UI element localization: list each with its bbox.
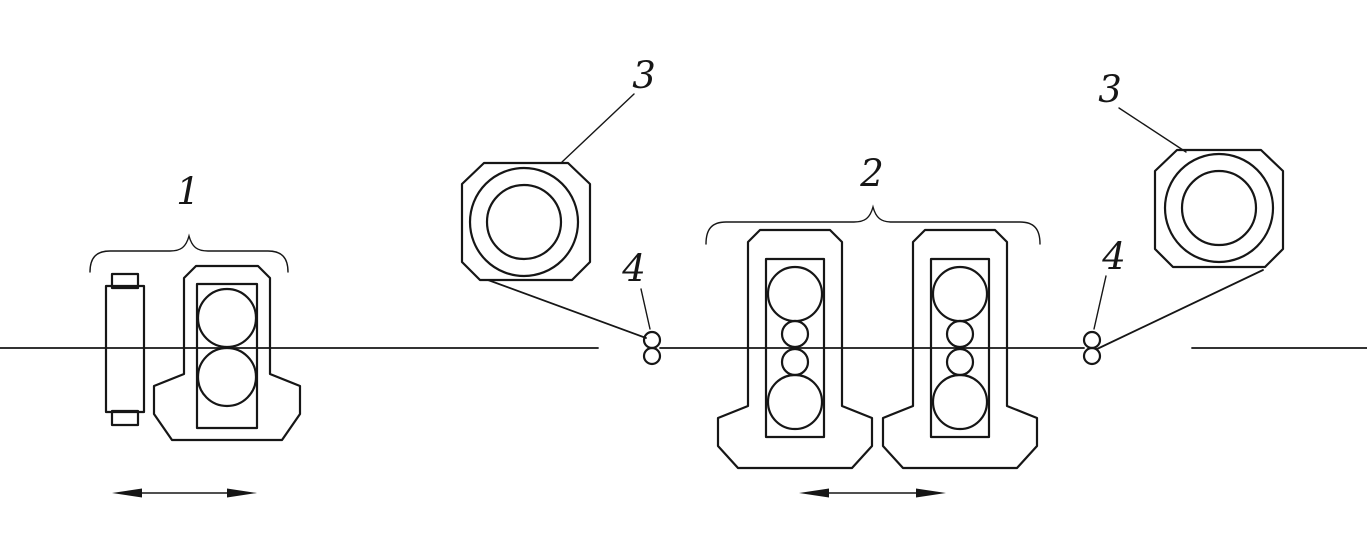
pinch-left-bottom-roll [642, 346, 662, 366]
edger-roll-bottom-journal [110, 409, 140, 427]
stand-2a-work-roll-bottom [780, 347, 810, 377]
stand-2a-backup-roll-bottom [766, 373, 824, 431]
travel-arrow-right-head-right [916, 488, 946, 498]
coiler-left-housing [460, 161, 592, 282]
strip-diagonal-right [1096, 269, 1264, 350]
coiler-right-core [1180, 169, 1258, 247]
edger-roll-body [104, 284, 146, 414]
label-pinch-right: 4 [1101, 235, 1126, 278]
travel-arrow-left-head-left [112, 488, 142, 498]
coiler-right-housing [1153, 148, 1285, 269]
travel-arrow-left-head-right [227, 488, 257, 498]
label-group-2: 2 [859, 152, 884, 195]
stand-2b-backup-roll-top [931, 265, 989, 323]
stand-2b-housing [881, 228, 1039, 470]
stand-1-roll-bottom [196, 346, 258, 408]
brace-group-2 [705, 204, 1041, 245]
stand-2a-housing [716, 228, 874, 470]
coiler-right-drum [1163, 152, 1275, 264]
stand-1-roll-top [196, 287, 258, 349]
leader-coiler-right [1118, 107, 1187, 153]
label-pinch-left: 4 [621, 247, 646, 290]
stand-1-housing [152, 264, 302, 442]
edger-roll-top-journal [110, 272, 140, 290]
travel-arrow-left [112, 488, 257, 498]
stand-1-window [195, 282, 259, 430]
stand-2a-backup-roll-top [766, 265, 824, 323]
pinch-right-top-roll [1082, 330, 1102, 350]
stand-2b-work-roll-bottom [945, 347, 975, 377]
stand-2b-window [929, 257, 991, 439]
label-coiler-left: 3 [632, 54, 656, 97]
leader-coiler-left [561, 93, 635, 163]
pinch-left-top-roll [642, 330, 662, 350]
label-group-1: 1 [176, 170, 200, 213]
stand-2b-work-roll-top [945, 319, 975, 349]
travel-arrow-right [799, 488, 946, 498]
pinch-right-bottom-roll [1082, 346, 1102, 366]
leader-pinch-left [640, 288, 651, 330]
coiler-left-core [485, 183, 563, 261]
stand-2a-work-roll-top [780, 319, 810, 349]
coiler-left-drum [468, 166, 580, 278]
brace-group-1 [89, 233, 289, 273]
leader-pinch-right [1093, 275, 1107, 330]
strip-diagonal-left [487, 279, 647, 339]
stand-2a-window [764, 257, 826, 439]
stand-2b-backup-roll-bottom [931, 373, 989, 431]
travel-arrow-right-head-left [799, 488, 829, 498]
label-coiler-right: 3 [1098, 68, 1122, 111]
